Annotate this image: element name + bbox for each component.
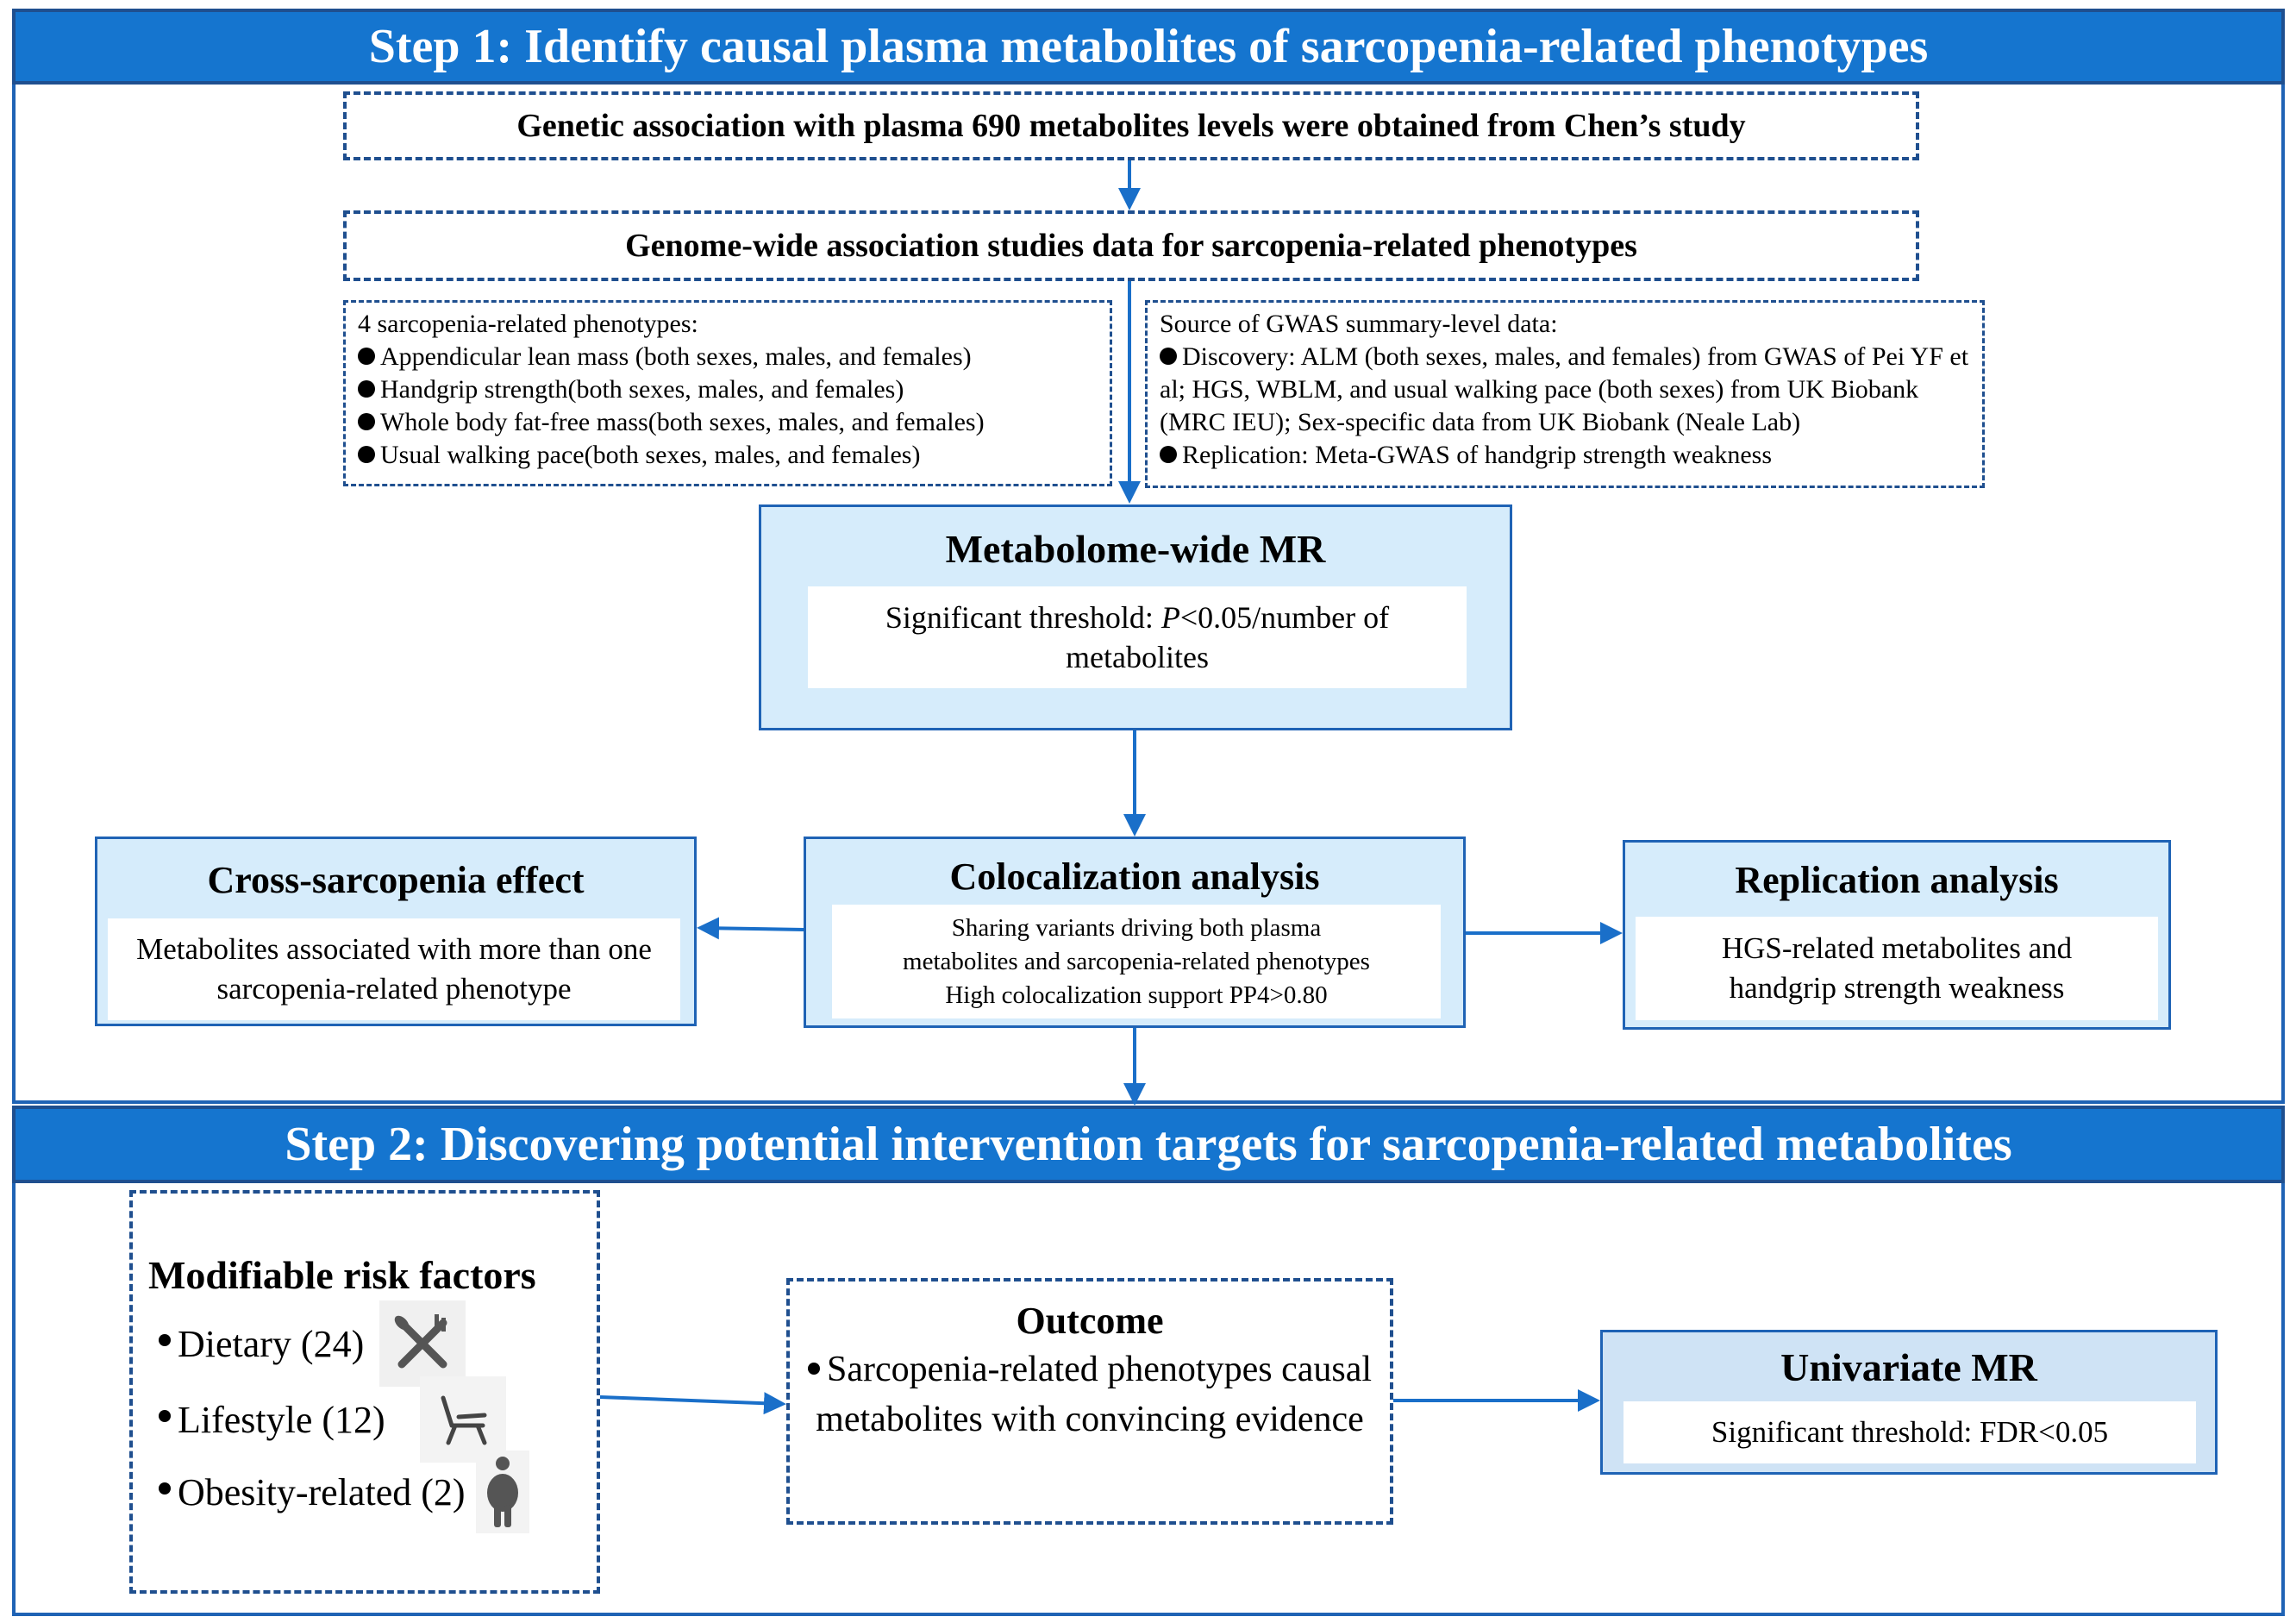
replication-analysis-title: Replication analysis (1735, 859, 2059, 901)
step2-title: Step 2: Discovering potential interventi… (285, 1118, 2012, 1171)
bullet-icon (358, 446, 375, 464)
step2-banner: Step 2: Discovering potential interventi… (12, 1106, 2285, 1183)
outcome-title: Outcome (1016, 1300, 1164, 1342)
bullet-icon (159, 1410, 171, 1422)
outcome-text: Sarcopenia-related phenotypes causal met… (790, 1344, 1390, 1444)
bullet-icon (358, 380, 375, 398)
colocalization-title: Colocalization analysis (949, 855, 1320, 898)
replication-analysis-panel: HGS-related metabolites and handgrip str… (1636, 917, 2158, 1020)
phenotype-item: Handgrip strength(both sexes, males, and… (358, 373, 1098, 406)
genetic-association-text: Genetic association with plasma 690 meta… (516, 108, 1746, 144)
step1-title: Step 1: Identify causal plasma metabolit… (368, 20, 1929, 73)
risk-item-dietary: Dietary (24) (159, 1300, 466, 1387)
mwmr-threshold-panel: Significant threshold: P<0.05/number of … (808, 586, 1467, 688)
cross-sarcopenia-title: Cross-sarcopenia effect (207, 859, 585, 901)
arrow-coloc-to-cross (697, 917, 804, 940)
risk-item-obesity: Obesity-related (2) (159, 1451, 529, 1533)
bullet-icon (159, 1482, 171, 1495)
risk-item-lifestyle: Lifestyle (12) (159, 1376, 506, 1463)
risk-factors-title: Modifiable risk factors (148, 1253, 536, 1297)
replication-analysis-text: HGS-related metabolites and handgrip str… (1721, 931, 2073, 1005)
cross-sarcopenia-box: Cross-sarcopenia effect Metabolites asso… (95, 837, 697, 1026)
step1-banner: Step 1: Identify causal plasma metabolit… (12, 9, 2285, 85)
bullet-icon (1160, 348, 1177, 366)
outcome-box: Outcome Sarcopenia-related phenotypes ca… (786, 1278, 1393, 1525)
replication-analysis-box: Replication analysis HGS-related metabol… (1623, 840, 2171, 1030)
lounge-chair-icon (419, 1376, 506, 1463)
gwas-sources-box: Source of GWAS summary-level data: Disco… (1145, 300, 1985, 488)
cross-sarcopenia-panel: Metabolites associated with more than on… (108, 918, 680, 1020)
univariate-mr-threshold: Significant threshold: FDR<0.05 (1711, 1415, 2109, 1449)
sources-heading: Source of GWAS summary-level data: (1160, 310, 1558, 338)
bullet-icon (358, 413, 375, 431)
phenotypes-box: 4 sarcopenia-related phenotypes: Appendi… (343, 300, 1112, 486)
gwas-box: Genome-wide association studies data for… (343, 210, 1919, 281)
univariate-mr-title: Univariate MR (1780, 1345, 2037, 1389)
colocalization-text-2: High colocalization support PP4>0.80 (945, 981, 1328, 1009)
bullet-icon (358, 348, 375, 366)
gwas-text: Genome-wide association studies data for… (625, 228, 1637, 264)
phenotypes-heading: 4 sarcopenia-related phenotypes: (358, 310, 698, 338)
cross-sarcopenia-text: Metabolites associated with more than on… (136, 932, 652, 1006)
fork-knife-icon (379, 1300, 466, 1387)
colocalization-text-1: Sharing variants driving both plasma met… (903, 913, 1370, 975)
bullet-icon (807, 1363, 820, 1375)
person-obese-icon (475, 1451, 529, 1533)
metabolome-wide-mr-title: Metabolome-wide MR (945, 527, 1326, 571)
univariate-mr-box: Univariate MR Significant threshold: FDR… (1600, 1330, 2218, 1475)
arrow-risk-to-outcome (599, 1392, 786, 1415)
bullet-icon (159, 1334, 171, 1346)
phenotype-item: Appendicular lean mass (both sexes, male… (358, 341, 1098, 373)
sources-discovery: Discovery: ALM (both sexes, males, and f… (1160, 342, 1969, 436)
risk-factors-box: Modifiable risk factors Dietary (24) Lif… (129, 1190, 600, 1594)
colocalization-panel: Sharing variants driving both plasma met… (832, 905, 1441, 1018)
mwmr-threshold-text: Significant threshold: P<0.05/number of … (885, 600, 1390, 674)
genetic-association-box: Genetic association with plasma 690 meta… (343, 91, 1919, 160)
phenotype-item: Usual walking pace(both sexes, males, an… (358, 439, 1098, 472)
univariate-mr-panel: Significant threshold: FDR<0.05 (1623, 1401, 2196, 1463)
metabolome-wide-mr-box: Metabolome-wide MR Significant threshold… (759, 504, 1512, 730)
colocalization-box: Colocalization analysis Sharing variants… (804, 837, 1466, 1028)
bullet-icon (1160, 446, 1177, 464)
phenotype-item: Whole body fat-free mass(both sexes, mal… (358, 406, 1098, 439)
sources-replication: Replication: Meta-GWAS of handgrip stren… (1160, 439, 1970, 472)
